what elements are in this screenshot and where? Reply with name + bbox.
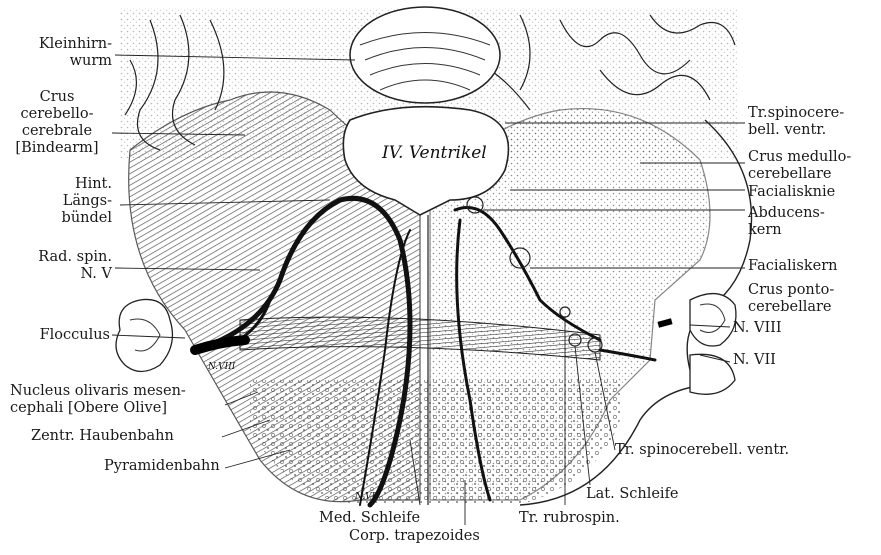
label-line: bell. ventr. [748, 122, 844, 139]
label-med-schleife: Med. Schleife [319, 510, 420, 527]
label-lat-schleife: Lat. Schleife [586, 486, 679, 503]
label-line: kern [748, 222, 825, 239]
label-line: wurm [39, 53, 112, 70]
label-tr-spinocerebell-bottom: Tr. spinocerebell. ventr. [615, 442, 789, 459]
label-kleinhirnwurm: Kleinhirn- wurm [39, 36, 112, 70]
label-line: Kleinhirn- [39, 36, 112, 53]
label-line: Hint. [62, 176, 112, 193]
label-zentr-haubenbahn: Zentr. Haubenbahn [31, 428, 174, 445]
label-line: cerebellare [748, 299, 834, 316]
label-tr-spinocerebell-top: Tr.spinocere- bell. ventr. [748, 105, 844, 139]
label-corp-trapezoides: Corp. trapezoides [349, 528, 480, 545]
label-facialiskern: Facialiskern [748, 258, 837, 275]
label-line: cerebrale [2, 123, 112, 140]
label-line: cerebellare [748, 166, 851, 183]
label-line: Tr.spinocere- [748, 105, 844, 122]
vermis [350, 7, 500, 103]
n-viii-stub [657, 318, 672, 327]
label-nucleus-olivaris: Nucleus olivaris mesen- cephali [Obere O… [10, 383, 186, 417]
ventricle-label: IV. Ventrikel [382, 143, 487, 163]
label-rad-spin: Rad. spin. N. V [38, 249, 112, 283]
label-flocculus: Flocculus [40, 327, 110, 344]
flocculus-right [690, 294, 736, 346]
label-n-vii: N. VII [733, 352, 776, 369]
n-vi-small-label: N.VI [355, 492, 375, 502]
label-line: N. V [38, 266, 112, 283]
label-line: [Bindearm] [2, 140, 112, 157]
label-crus-ponto: Crus ponto- cerebellare [748, 282, 834, 316]
n-viii-small-label: N.VIII [208, 362, 235, 372]
label-line: cephali [Obere Olive] [10, 400, 186, 417]
pons-nuclei [250, 380, 620, 505]
label-line: Crus medullo- [748, 149, 851, 166]
label-line: Abducens- [748, 205, 825, 222]
label-line: Crus [2, 89, 112, 106]
label-crus-cerebello: Crus cerebello- cerebrale [Bindearm] [2, 89, 112, 157]
label-facialisknie: Facialisknie [748, 184, 835, 201]
label-n-viii: N. VIII [733, 320, 782, 337]
label-abducens: Abducens- kern [748, 205, 825, 239]
label-hint-langs: Hint. Längs- bündel [62, 176, 112, 227]
label-line: Crus ponto- [748, 282, 834, 299]
label-tr-rubrospin: Tr. rubrospin. [519, 510, 620, 527]
label-line: Rad. spin. [38, 249, 112, 266]
label-pyramidenbahn: Pyramidenbahn [104, 458, 220, 475]
label-line: Nucleus olivaris mesen- [10, 383, 186, 400]
label-crus-medullo: Crus medullo- cerebellare [748, 149, 851, 183]
label-line: bündel [62, 210, 112, 227]
label-line: cerebello- [2, 106, 112, 123]
label-line: Längs- [62, 193, 112, 210]
